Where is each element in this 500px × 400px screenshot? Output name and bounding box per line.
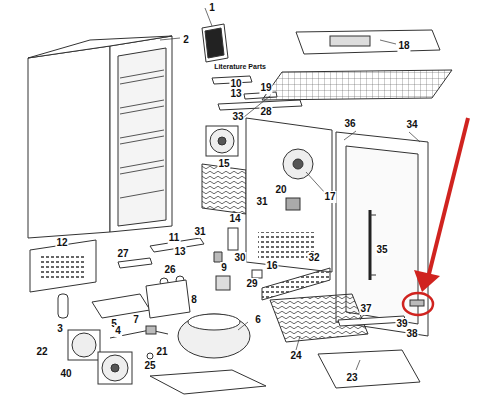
callout-number: 11 (168, 232, 181, 244)
callout-number: 25 (143, 360, 156, 372)
callout-number: 40 (59, 368, 72, 380)
callout-number: 16 (265, 260, 278, 272)
callout-number: 19 (259, 82, 272, 94)
callout-number: 6 (254, 314, 262, 326)
literature-label: Literature Parts (213, 62, 267, 71)
callout-number: 30 (233, 252, 246, 264)
callout-number: 4 (114, 325, 122, 337)
callout-number: 8 (190, 294, 198, 306)
callout-number: 36 (343, 118, 356, 130)
callout-number: 12 (55, 237, 68, 249)
callout-number: 22 (35, 346, 48, 358)
callout-number: 27 (116, 248, 129, 260)
callout-number: 1 (208, 2, 216, 14)
callout-number: 20 (274, 184, 287, 196)
callout-number: 35 (375, 244, 388, 256)
callout-number: 17 (323, 191, 336, 203)
callout-number: 15 (217, 158, 230, 170)
callout-number: 38 (405, 328, 418, 340)
callout-number: 2 (182, 34, 190, 46)
callout-number: 28 (259, 106, 272, 118)
callout-number: 32 (307, 252, 320, 264)
callout-number: 13 (173, 246, 186, 258)
callout-number: 9 (220, 262, 228, 274)
callout-number: 14 (228, 213, 241, 225)
callout-number: 24 (289, 350, 302, 362)
callout-number: 31 (255, 196, 268, 208)
callout-number: 18 (397, 40, 410, 52)
callout-number: 37 (359, 303, 372, 315)
callout-number: 33 (231, 111, 244, 123)
callout-number: 34 (405, 119, 418, 131)
callout-number: 31 (193, 226, 206, 238)
callout-number: 29 (245, 278, 258, 290)
callout-number: 21 (155, 346, 168, 358)
callout-number: 23 (345, 372, 358, 384)
callout-number: 7 (132, 314, 140, 326)
callout-number: 26 (163, 264, 176, 276)
callout-number: 3 (56, 323, 64, 335)
callout-number: 13 (229, 88, 242, 100)
